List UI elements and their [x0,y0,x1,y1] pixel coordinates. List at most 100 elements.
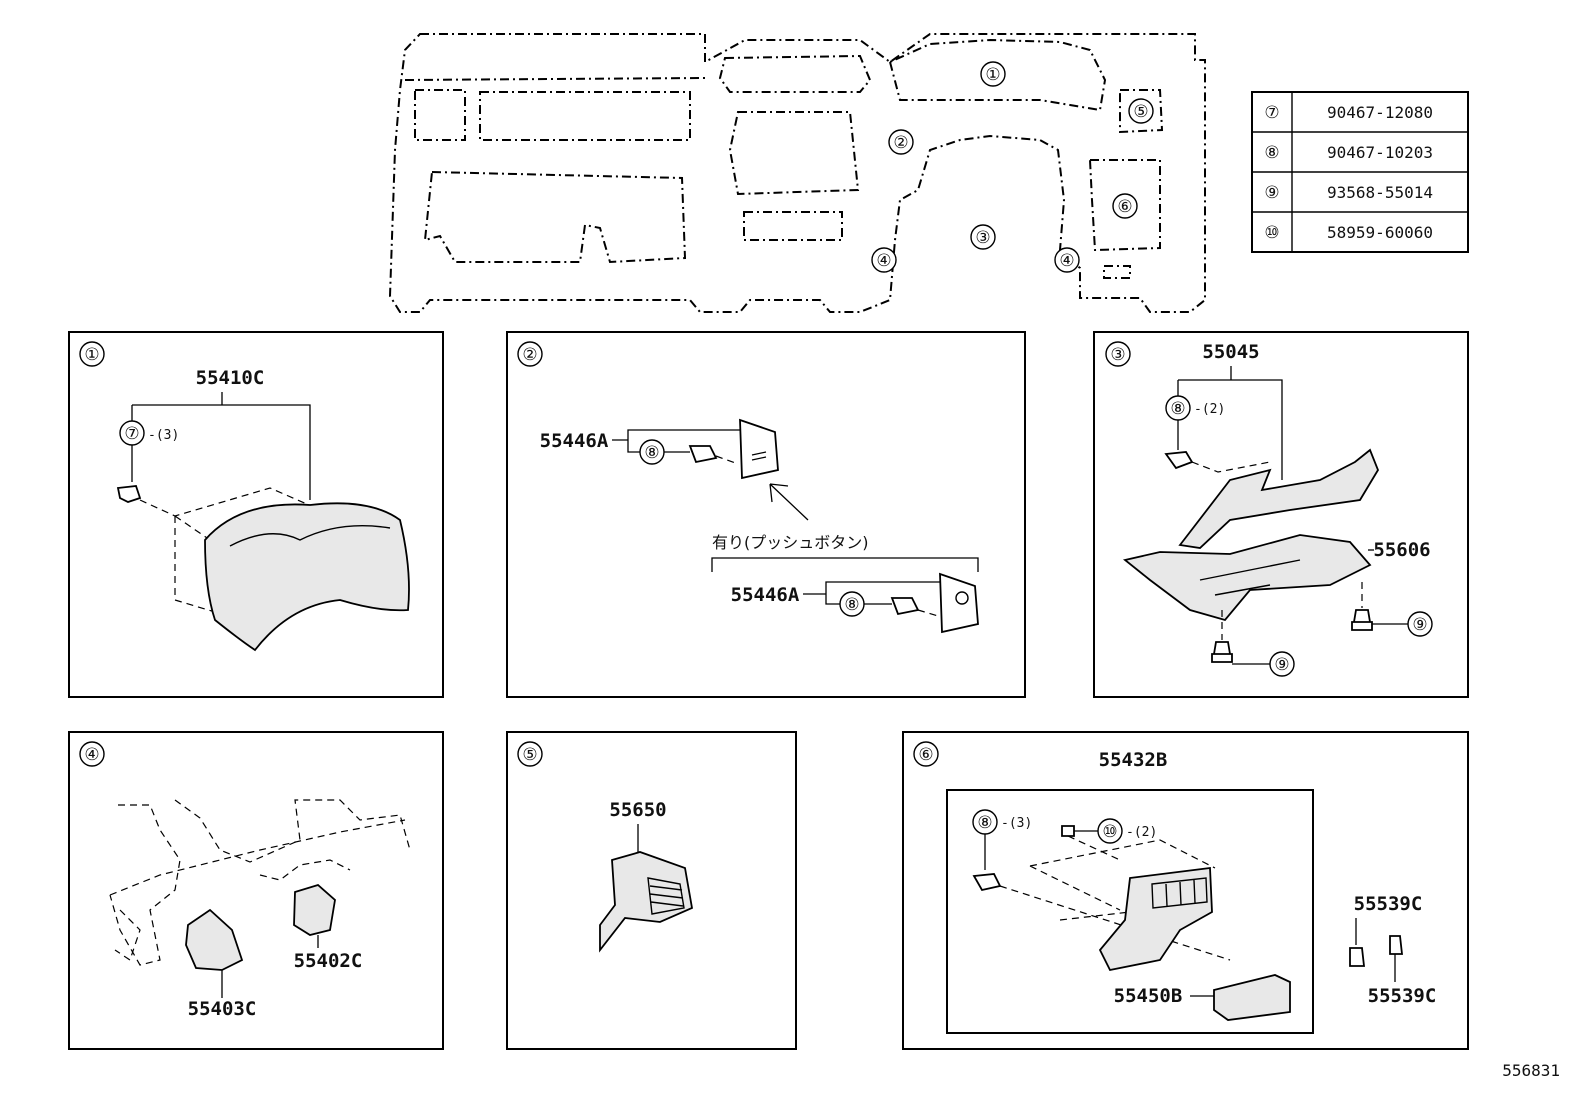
panel-3: ③ 55045 ⑧ -(2) 55606 ⑨ ⑨ [1105,341,1433,677]
clip-icon [972,873,1002,892]
fastener-table-index: ⑧ [1264,143,1279,163]
panel-4-frame [68,731,444,1050]
callout-circle [980,61,1006,87]
fastener-table-index: ⑩ [1264,223,1279,243]
bolt-9-callout-b: ⑨ [1412,615,1427,635]
overview-callout-number: ④ [876,251,891,271]
callout-circle [1112,193,1138,219]
overview-callout-number: ② [893,133,908,153]
overview-callout: ⑤ [1128,98,1154,124]
under-cover [1122,534,1372,622]
overview-callouts: ① ② ③ ④ ④ ⑤ ⑥ [871,61,1154,273]
screw-icon [1061,825,1075,837]
bolt-icon [1211,641,1233,663]
callout-circle [888,129,914,155]
clip-icon [1389,935,1404,955]
callout-circle [970,224,996,250]
cluster-finish-panel [204,502,410,652]
overview-callout: ④ [871,247,897,273]
fastener-table-part-number: 58959-60060 [1327,223,1433,242]
fastener-table: ⑦ 90467-12080 ⑧ 90467-10203 ⑨ 93568-55014 ⑩ 589… [1251,91,1469,253]
fastener-table-part-number: 93568-55014 [1327,183,1433,202]
panel-2: ② 55446A ⑧ 有り(プッシュボタン) 55446A ⑧ [517,341,979,634]
panel-3-frame [1093,331,1469,698]
lower-finish-panel-right [1098,866,1213,972]
switch-panel-a [739,418,779,480]
right-small-outline [1103,265,1131,279]
panel-2-frame [506,331,1026,698]
panel-5: ⑤ 55650 [517,741,694,953]
panel-1: ① 55410C ⑦ -(3) [79,341,410,652]
fastener-table-index: ⑨ [1264,183,1279,203]
diagram-reference-number: 556831 [1502,1061,1560,1080]
dashboard-overview [388,33,1206,313]
overview-callout-number: ① [985,65,1000,85]
part-55539C-label-bottom: 55539C [1368,985,1437,1007]
part-55450B-label: 55450B [1114,985,1183,1007]
lower-finish-panel [1178,448,1380,549]
fastener-table-index: ⑦ [1264,103,1279,123]
part-55045-label: 55045 [1202,341,1259,363]
glovebox-area-outline [423,170,687,264]
side-vent-register [599,851,694,953]
part-55539C-label-top: 55539C [1354,893,1423,915]
clip-icon [688,445,718,464]
assembly-55432B-frame [946,789,1314,1034]
right-vent-outline [1119,89,1164,134]
fastener-10-callout: ⑩ [1102,822,1117,842]
bolt-9-callout-a: ⑨ [1274,655,1289,675]
fastener-8-qty-d: -(3) [1001,816,1032,831]
panel-6-frame [902,731,1469,1050]
panel-6: ⑥ 55432B ⑧ -(3) ⑩ -(2) 55450B 55539C 555… [913,741,1437,1034]
clip-icon [1164,451,1194,470]
clip-icon [116,485,142,503]
bolt-icon [1351,609,1373,631]
part-55446A-label-b: 55446A [731,584,800,606]
fastener-8-callout-c: ⑧ [1170,399,1185,419]
dashboard-outline [388,33,1206,313]
cluster-opening-outline [888,38,1107,112]
fastener-10-qty: -(2) [1126,825,1157,840]
push-button-icon [955,591,969,605]
push-button-note: 有り(プッシュボタン) [712,533,869,552]
fastener-8-callout-a: ⑧ [644,443,659,463]
fastener-table-part-number: 90467-10203 [1327,143,1433,162]
fastener-7-callout: ⑦ [124,424,139,444]
left-vent-outline [414,89,466,141]
storage-box [1213,974,1291,1021]
part-55403C-shape [185,908,244,971]
panel-2-index: ② [522,345,537,365]
panel-5-index: ⑤ [522,745,537,765]
panel-1-frame [68,331,444,698]
part-55650-label: 55650 [609,799,666,821]
clip-icon [890,597,920,616]
part-55402C-label: 55402C [294,950,363,972]
upper-vent-outline [718,54,872,93]
fastener-table-part-number: 90467-12080 [1327,103,1433,122]
overview-callout-number: ③ [975,228,990,248]
fastener-8-qty-c: -(2) [1194,402,1225,417]
dashboard-upper-line [404,77,706,81]
overview-callout: ④ [1054,247,1080,273]
clip-icon [1349,947,1366,967]
panel-5-frame [506,731,797,1050]
part-55432B-label: 55432B [1099,749,1168,771]
part-55446A-label-a: 55446A [540,430,609,452]
left-panel-outline [479,91,691,141]
panel-4-index: ④ [84,745,99,765]
overview-callout-number: ④ [1059,251,1074,271]
overview-callout-number: ⑥ [1117,197,1132,217]
fastener-8-callout-b: ⑧ [844,595,859,615]
fastener-8-callout-d: ⑧ [977,813,992,833]
overview-callout-number: ⑤ [1133,102,1148,122]
center-lower-outline [743,211,843,241]
center-panel-outline [728,111,860,196]
panel-6-index: ⑥ [918,745,933,765]
fastener-7-qty: -(3) [148,428,179,443]
overview-callout: ⑥ [1112,193,1138,219]
part-55410C-label: 55410C [196,367,265,389]
part-55403C-label: 55403C [188,998,257,1020]
callout-circle [1054,247,1080,273]
overview-callout: ① [980,61,1006,87]
